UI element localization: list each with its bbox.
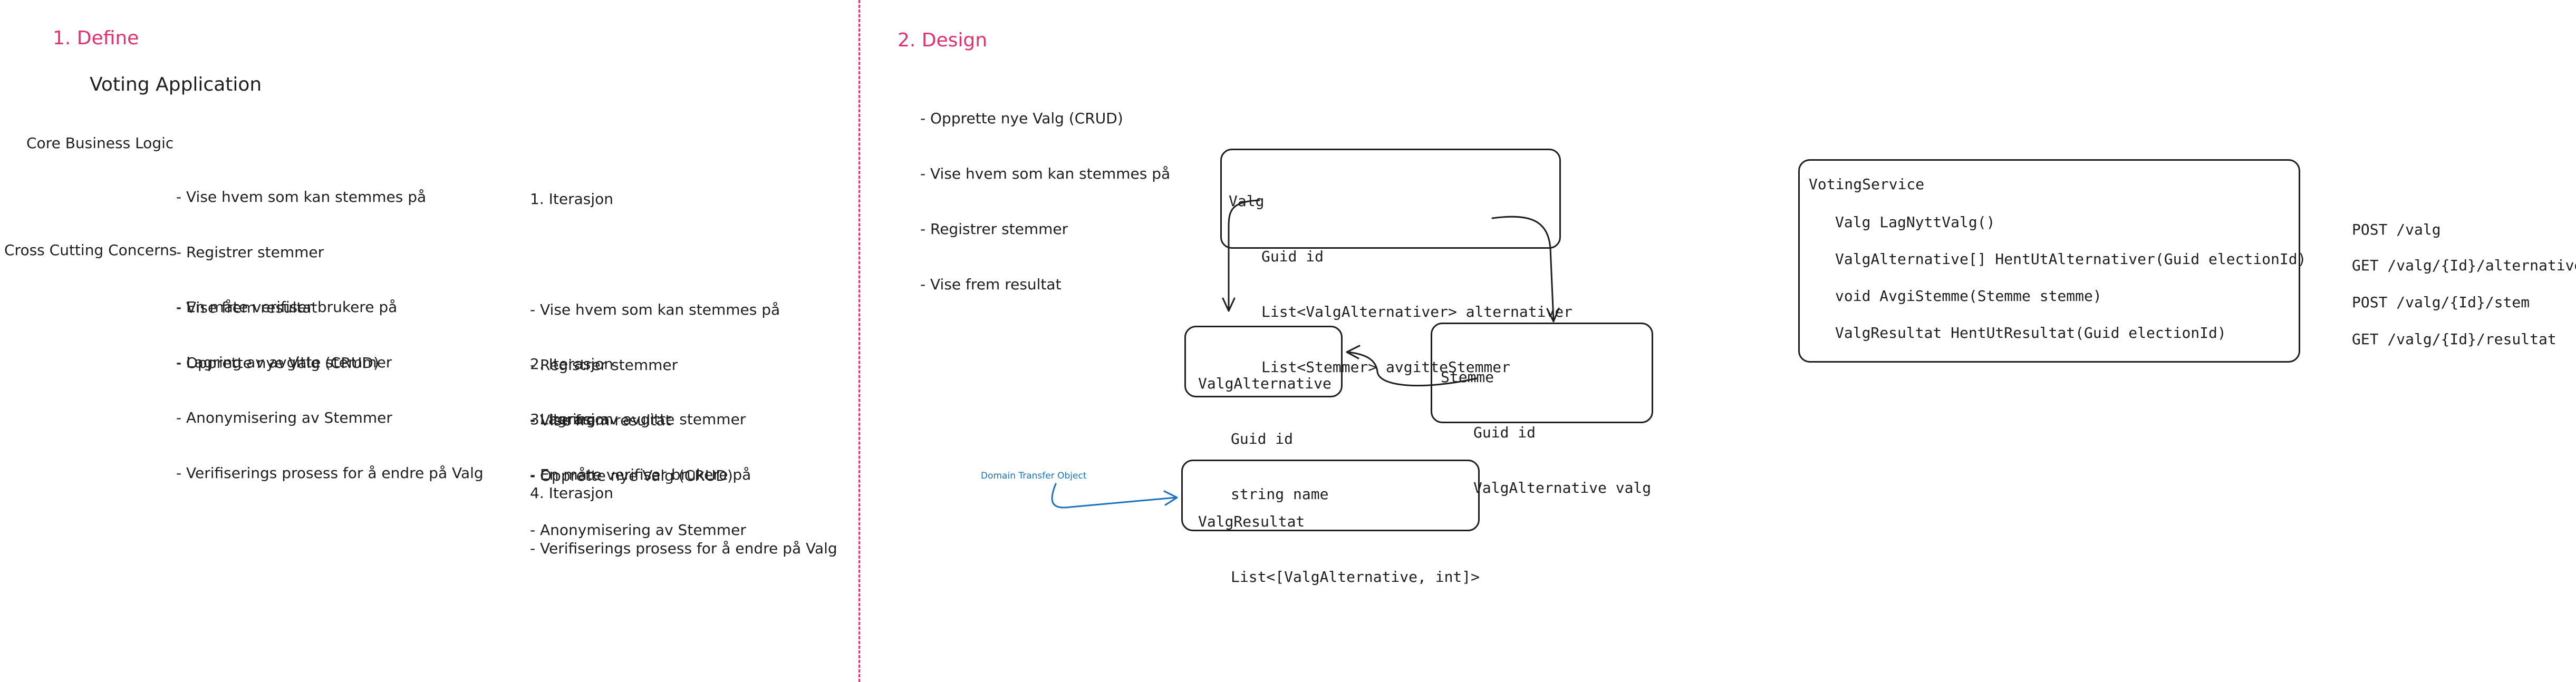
service-method: ValgAlternative[] HentUtAlternativer(Gui… — [1835, 250, 2307, 268]
iteration-title: 1. Iterasjon — [530, 190, 613, 208]
arrow-valg-to-alternative — [1228, 199, 1260, 311]
endpoint: GET /valg/{Id}/resultat — [2352, 330, 2556, 348]
valg-alternative-class-box — [1184, 326, 1343, 397]
list-item: - Vise hvem som kan stemmes på — [530, 301, 780, 318]
list-item: - Vise hvem som kan stemmes på — [176, 188, 427, 206]
list-item: - Verifiserings prosess for å endre på V… — [530, 540, 837, 557]
list-item: - Registrer stemmer — [530, 356, 678, 374]
class-field: List<Stemmer> avgitteStemmer — [1261, 358, 1511, 376]
app-title: Voting Application — [90, 74, 262, 95]
iteration-title: 2. Iterasjon — [530, 355, 613, 373]
service-name: VotingService — [1809, 176, 1925, 193]
list-item: - En måte verifiser brukere på — [176, 298, 398, 316]
list-item: - Registrer stemmer — [920, 220, 1068, 238]
arrow-stemme-to-alternative — [1347, 351, 1478, 387]
list-item: - Vise frem resultat — [176, 299, 317, 316]
list-item: - Vise frem resultat — [920, 276, 1062, 293]
section-divider — [858, 0, 860, 682]
list-item: - Opprette nye Valg (CRUD) — [176, 354, 379, 372]
stemme-class-box — [1431, 323, 1653, 423]
valg-alternative-class: ValgAlternative Guid id string name — [1198, 337, 1332, 522]
cross-label: Cross Cutting Concerns — [4, 241, 177, 259]
list-item: - Anonymisering av Stemmer — [176, 409, 392, 426]
cross-list: - En måte verifiser brukere på - Lagring… — [176, 261, 484, 501]
iteration-title: 3. Iterasjon — [530, 411, 613, 428]
endpoint: POST /valg/{Id}/stem — [2352, 294, 2530, 311]
valg-class-box — [1220, 149, 1561, 249]
class-field: ValgAlternative valg — [1473, 479, 1652, 496]
arrow-dto-note — [1051, 483, 1177, 509]
class-field: Guid id — [1261, 248, 1324, 265]
valg-class: Valg Guid id List<ValgAlternativer> alte… — [1229, 155, 1572, 395]
list-item: - Vise frem resultat — [530, 412, 671, 429]
endpoint: POST /valg — [2352, 221, 2441, 238]
class-field: string name — [1231, 485, 1329, 503]
service-method: void AvgiStemme(Stemme stemme) — [1835, 287, 2102, 305]
list-item: - Registrer stemmer — [176, 243, 324, 261]
arrowhead — [1163, 490, 1178, 506]
valg-resultat-class: ValgResultat List<[ValgAlternative, int]… — [1198, 475, 1480, 605]
iteration-4: 4. Iterasjon - Verifiserings prosess for… — [530, 447, 837, 576]
class-field: List<[ValgAlternative, int]> — [1231, 568, 1480, 586]
list-item: - Verifiserings prosess for å endre på V… — [176, 464, 484, 482]
arrowhead — [1346, 345, 1361, 359]
list-item: - Lagring av avgitte stemmer — [530, 411, 746, 428]
core-list: - Vise hvem som kan stemmes på - Registr… — [176, 151, 426, 391]
list-item: - Opprette nye Valg (CRUD) — [920, 110, 1123, 127]
class-field: Guid id — [1473, 424, 1536, 441]
design-list: - Opprette nye Valg (CRUD) - Vise hvem s… — [920, 72, 1170, 312]
core-label: Core Business Logic — [26, 134, 174, 152]
endpoint: GET /valg/{Id}/alternativer — [2352, 257, 2576, 274]
class-field: Guid id — [1231, 430, 1294, 447]
arrowhead — [1222, 297, 1236, 312]
arrow-valg-to-stemme — [1491, 216, 1555, 321]
arrowhead — [1546, 307, 1560, 323]
dto-note: Domain Transfer Object — [981, 471, 1087, 481]
iteration-3: 3. Iterasjon - En måte verifiser brukere… — [530, 373, 751, 558]
service-method: ValgResultat HentUtResultat(Guid electio… — [1835, 324, 2226, 342]
list-item: - Opprette nye Valg (CRUD) — [530, 467, 733, 484]
iteration-1: 1. Iterasjon - Vise hvem som kan stemmes… — [530, 153, 780, 503]
list-item: - Lagring av avgitte stemmer — [176, 354, 392, 371]
class-name: ValgAlternative — [1198, 375, 1332, 392]
define-title: 1. Define — [53, 27, 139, 49]
class-name: ValgResultat — [1198, 513, 1305, 530]
list-item: - Vise hvem som kan stemmes på — [920, 165, 1171, 182]
design-title: 2. Design — [898, 30, 988, 51]
voting-service-box — [1798, 159, 2300, 363]
list-item: - En måte verifiser brukere på — [530, 466, 751, 483]
valg-resultat-class-box — [1181, 460, 1480, 531]
iteration-2: 2. Iterasjon - Lagring av avgitte stemme… — [530, 318, 746, 447]
service-method: Valg LagNyttValg() — [1835, 213, 1995, 231]
list-item: - Anonymisering av Stemmer — [530, 521, 746, 539]
iteration-title: 4. Iterasjon — [530, 484, 613, 502]
